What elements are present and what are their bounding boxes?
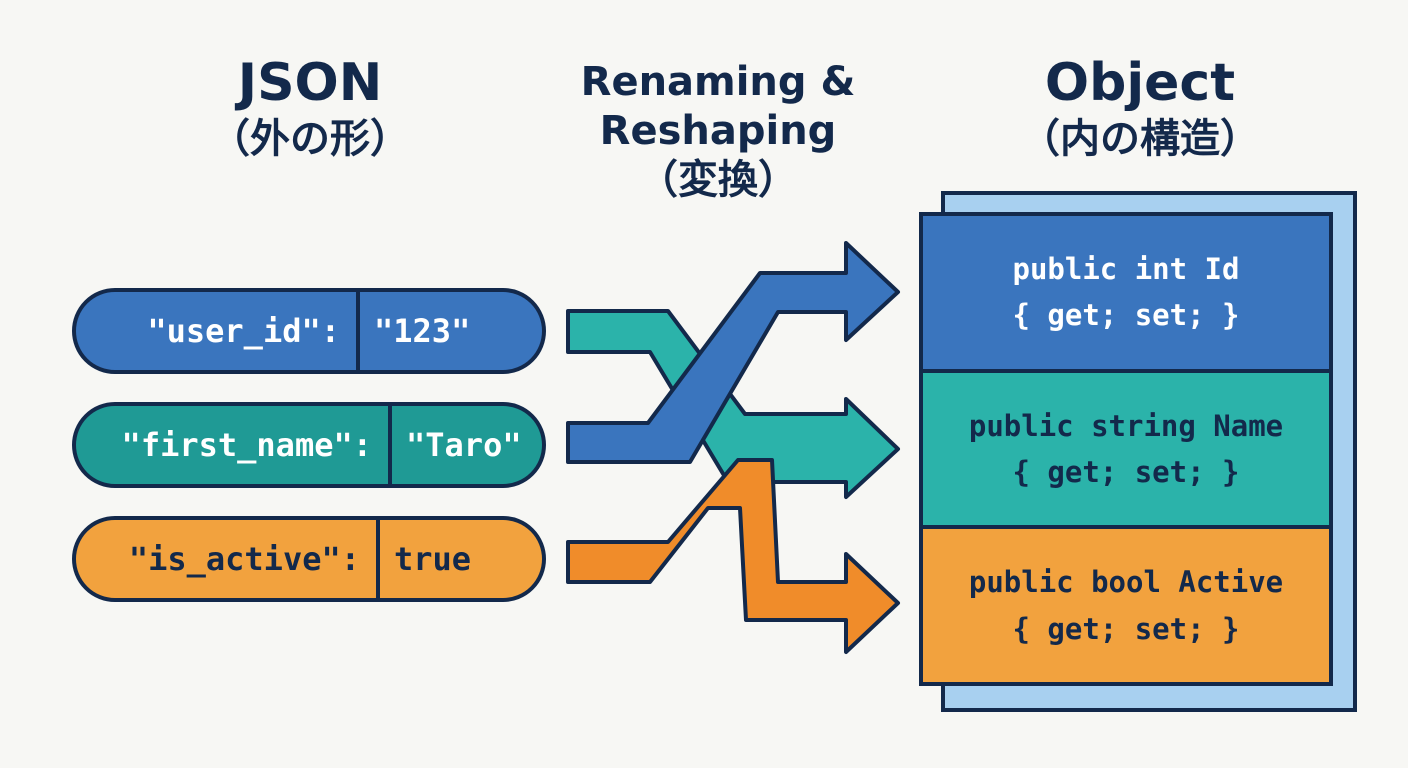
property-declaration: public string Name [968, 408, 1284, 443]
json-field-value: "Taro" [406, 426, 522, 464]
object-subtitle: （内の構造） [1020, 116, 1260, 163]
json-field-key: "is_active": [76, 520, 380, 598]
arrow-teal [566, 309, 900, 499]
property-accessors: { get; set; } [1012, 455, 1240, 489]
json-heading: JSON （外の形） [160, 52, 460, 164]
object-property-id: public int Id { get; set; } [923, 216, 1329, 373]
object-property-name: public string Name { get; set; } [923, 372, 1329, 530]
transform-title-line1: Renaming & [580, 59, 856, 105]
json-field-value: true [394, 540, 472, 578]
property-accessors: { get; set; } [1012, 298, 1240, 333]
arrow-blue [566, 241, 900, 464]
property-accessors: { get; set; } [1012, 611, 1240, 646]
transform-subtitle: （変換） [638, 156, 798, 203]
object-card: public int Id { get; set; } public strin… [919, 212, 1333, 686]
json-field-value: "123" [374, 312, 471, 350]
object-title: Object [1044, 53, 1236, 113]
property-declaration: public bool Active [968, 565, 1284, 600]
arrow-orange [566, 458, 900, 654]
json-field-user-id: "user_id": "123" [72, 288, 546, 374]
transform-heading: Renaming & Reshaping （変換） [548, 58, 888, 204]
object-property-active: public bool Active { get; set; } [923, 529, 1329, 683]
json-title: JSON [237, 53, 383, 113]
property-declaration: public int Id [1012, 251, 1240, 286]
json-field-key: "user_id": [76, 292, 360, 370]
json-field-first-name: "first_name": "Taro" [72, 402, 546, 488]
object-heading: Object （内の構造） [975, 52, 1305, 164]
json-subtitle: （外の形） [210, 116, 410, 163]
json-field-is-active: "is_active": true [72, 516, 546, 602]
transform-title-line2: Reshaping [599, 107, 837, 154]
json-field-key: "first_name": [76, 406, 392, 484]
